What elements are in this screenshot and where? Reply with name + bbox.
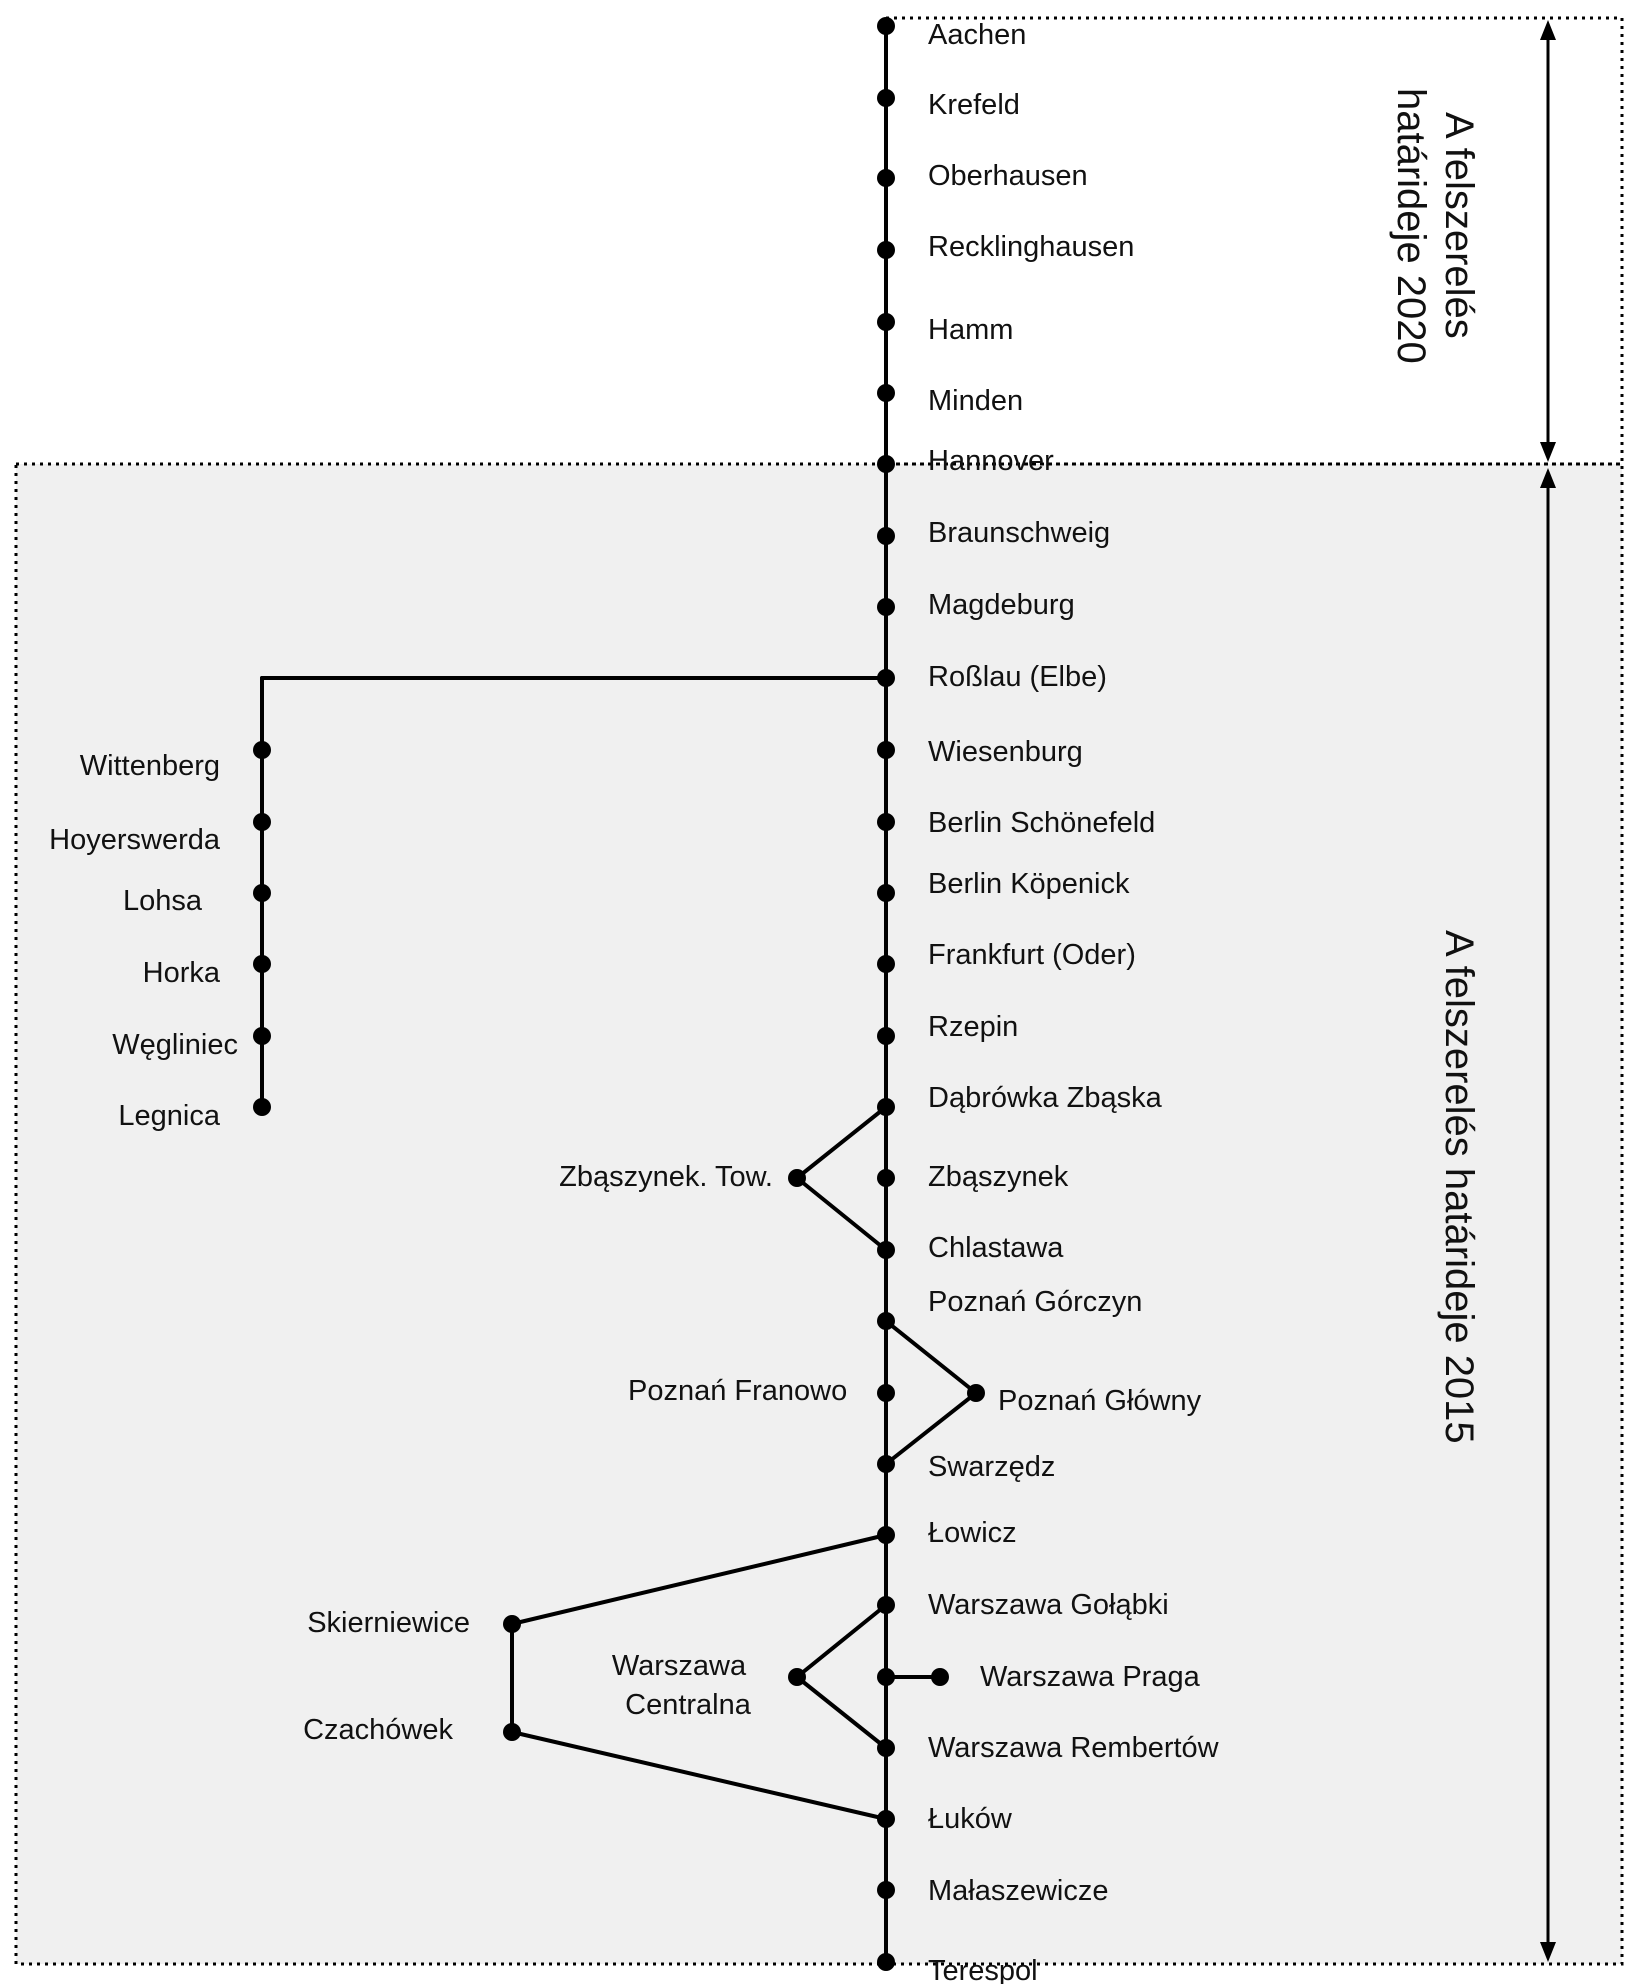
station-label: Roßlau (Elbe) [928, 661, 1107, 693]
station-label: Recklinghausen [928, 231, 1134, 263]
station-dot [877, 1455, 895, 1473]
region-2020-border [884, 16, 1624, 466]
station-label: Skierniewice [307, 1607, 470, 1639]
station-dot [877, 813, 895, 831]
warszawa-centralna-line2: Centralna [625, 1689, 752, 1721]
station-label: Warszawa Rembertów [928, 1732, 1220, 1764]
station-dot [877, 1526, 895, 1544]
station-label: Warszawa Gołąbki [928, 1589, 1169, 1621]
station-label: Hamm [928, 314, 1013, 346]
station-dot [877, 1810, 895, 1828]
station-label: Frankfurt (Oder) [928, 939, 1136, 971]
station-dot [877, 598, 895, 616]
station-label: Berlin Köpenick [928, 868, 1130, 900]
station-dot [877, 1098, 895, 1116]
station-label: Hannover [928, 445, 1054, 477]
station-dot [877, 1739, 895, 1757]
station-label: Poznań Górczyn [928, 1286, 1142, 1318]
deadline-2020-label-line2: határideje 2020 [1389, 88, 1433, 364]
station-dot [877, 669, 895, 687]
deadline-2020-arrow [1540, 20, 1556, 462]
station-label: Lohsa [123, 885, 203, 917]
station-label: Zbąszynek [928, 1161, 1069, 1193]
region-2015-shading [16, 464, 1622, 1964]
track-lines [260, 24, 978, 1964]
station-label: Swarzędz [928, 1451, 1055, 1483]
warszawa-centralna-line1: Warszawa [612, 1650, 747, 1682]
station-dot [877, 884, 895, 902]
region-2015-border [14, 462, 1624, 1966]
station-label: Terespol [928, 1955, 1038, 1984]
station-dot [253, 741, 271, 759]
station-dot [253, 955, 271, 973]
station-dot [877, 455, 895, 473]
station-label: Wiesenburg [928, 736, 1083, 768]
station-dot [877, 1312, 895, 1330]
station-label: Berlin Schönefeld [928, 807, 1155, 839]
station-dot [877, 169, 895, 187]
station-label: Łowicz [928, 1517, 1017, 1549]
station-label: Minden [928, 385, 1023, 417]
station-label: Hoyerswerda [49, 824, 221, 856]
station-label: Rzepin [928, 1011, 1018, 1043]
station-label: Łuków [928, 1803, 1013, 1835]
station-dot [788, 1668, 806, 1686]
station-dot [877, 89, 895, 107]
station-dot [877, 1953, 895, 1971]
station-label: Poznań Franowo [628, 1375, 847, 1407]
station-dot [503, 1615, 521, 1633]
deadline-2020-label-line1: A felszerelés [1437, 112, 1481, 339]
station-label-multiline: Warszawa Centralna [612, 1650, 754, 1721]
station-dot [877, 17, 895, 35]
loop-stations: Zbąszynek. Tow. Poznań Główny Skierniewi… [303, 1161, 1202, 1746]
station-label: Krefeld [928, 89, 1020, 121]
station-dot [503, 1723, 521, 1741]
station-dot [877, 741, 895, 759]
branch-stations: Wittenberg Hoyerswerda Lohsa Horka Węgli… [49, 741, 271, 1132]
station-dot [877, 527, 895, 545]
station-dot [877, 384, 895, 402]
station-dot [877, 313, 895, 331]
deadline-2015-arrow [1540, 468, 1556, 1962]
station-label: Węgliniec [112, 1029, 238, 1061]
station-dot [253, 884, 271, 902]
station-dot [877, 241, 895, 259]
station-dot [253, 1027, 271, 1045]
station-dot [877, 1027, 895, 1045]
station-dot [877, 1668, 895, 1686]
station-label: Czachówek [303, 1714, 453, 1746]
station-label: Braunschweig [928, 517, 1110, 549]
station-dot [253, 813, 271, 831]
station-label: Legnica [118, 1100, 220, 1132]
station-dot [967, 1384, 985, 1402]
station-label: Wittenberg [80, 750, 220, 782]
deadline-2015-label: A felszerelés határideje 2015 [1437, 930, 1481, 1444]
station-dot [877, 1384, 895, 1402]
station-label: Chlastawa [928, 1232, 1064, 1264]
station-label: Aachen [928, 19, 1026, 51]
station-dot [877, 1169, 895, 1187]
station-label: Małaszewicze [928, 1875, 1109, 1907]
main-line-stations: Aachen Krefeld Oberhausen Recklinghausen… [628, 17, 1220, 1984]
station-label: Horka [143, 957, 221, 989]
station-dot [253, 1098, 271, 1116]
station-label: Warszawa Praga [980, 1661, 1201, 1693]
station-label: Poznań Główny [998, 1385, 1202, 1417]
station-label: Oberhausen [928, 160, 1088, 192]
station-dot [877, 1596, 895, 1614]
station-label: Zbąszynek. Tow. [559, 1161, 773, 1193]
station-dot [877, 1881, 895, 1899]
station-label: Dąbrówka Zbąska [928, 1082, 1163, 1114]
station-dot [877, 1241, 895, 1259]
station-dot [788, 1169, 806, 1187]
station-dot [931, 1668, 949, 1686]
station-dot [877, 955, 895, 973]
station-label: Magdeburg [928, 589, 1075, 621]
